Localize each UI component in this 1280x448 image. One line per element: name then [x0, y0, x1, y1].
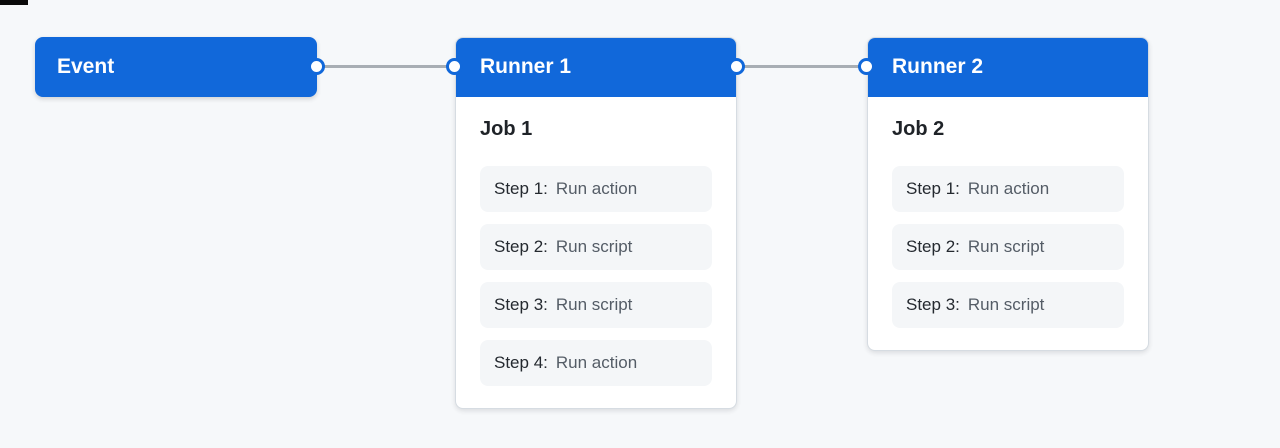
step-desc: Run action: [555, 179, 638, 198]
step-item: Step 3: Run script: [480, 282, 712, 328]
runner2-label: Runner 2: [892, 55, 984, 78]
step-desc: Run action: [967, 179, 1050, 198]
step-label: Step 2:: [906, 237, 960, 256]
step-desc: Run action: [555, 353, 638, 372]
connector-dot-event-right: [308, 58, 325, 75]
connector-line-runner1-runner2: [737, 65, 867, 68]
screen-corner-artifact: [0, 0, 28, 5]
step-label: Step 1:: [494, 179, 548, 198]
step-item: Step 4: Run action: [480, 340, 712, 386]
runner1-header: Runner 1: [456, 38, 736, 97]
connector-line-event-runner1: [317, 65, 455, 68]
job2-title: Job 2: [892, 118, 945, 140]
connector-dot-runner1-right: [728, 58, 745, 75]
step-label: Step 1:: [906, 179, 960, 198]
event-node: Event: [35, 37, 317, 97]
connector-dot-runner1-left: [446, 58, 463, 75]
event-node-label: Event: [57, 55, 115, 78]
step-item: Step 1: Run action: [480, 166, 712, 212]
step-item: Step 2: Run script: [480, 224, 712, 270]
runner2-header: Runner 2: [868, 38, 1148, 97]
runner1-card: Runner 1 Job 1 Step 1: Run action Step 2…: [455, 37, 737, 409]
step-label: Step 2:: [494, 237, 548, 256]
runner2-body: Job 2 Step 1: Run action Step 2: Run scr…: [868, 97, 1148, 350]
step-desc: Run script: [967, 295, 1045, 314]
connector-dot-runner2-left: [858, 58, 875, 75]
runner1-body: Job 1 Step 1: Run action Step 2: Run scr…: [456, 97, 736, 408]
step-item: Step 1: Run action: [892, 166, 1124, 212]
job1-title: Job 1: [480, 118, 533, 140]
step-desc: Run script: [555, 237, 633, 256]
step-item: Step 3: Run script: [892, 282, 1124, 328]
step-label: Step 3:: [494, 295, 548, 314]
runner2-card: Runner 2 Job 2 Step 1: Run action Step 2…: [867, 37, 1149, 351]
step-label: Step 3:: [906, 295, 960, 314]
step-desc: Run script: [967, 237, 1045, 256]
step-label: Step 4:: [494, 353, 548, 372]
step-item: Step 2: Run script: [892, 224, 1124, 270]
step-desc: Run script: [555, 295, 633, 314]
runner1-label: Runner 1: [480, 55, 572, 78]
